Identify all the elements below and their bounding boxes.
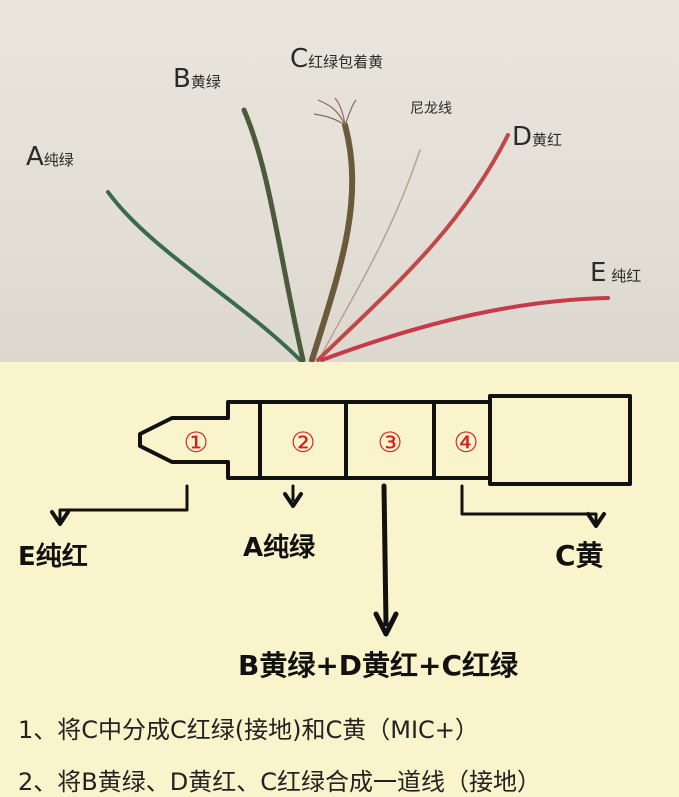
wire-desc-nylon: 尼龙线 [410,101,452,117]
wire-label-nylon: 尼龙线 [410,98,452,118]
plug-outline [138,394,632,486]
wire-letter-c: C [290,44,309,74]
wire-label-b: B黄绿 [173,64,221,94]
wire-a [106,190,302,362]
wire-nylon [319,149,421,359]
plug-diagram: ① ② ③ ④ E纯红 A纯绿 C黄 B黄绿+D黄红+C红绿 1、将C中分成C红… [0,362,679,796]
lead-seg4 [460,484,598,524]
wire-desc-e: 纯红 [611,267,642,285]
wire-letter-e: E [590,258,607,288]
label-seg2: A纯绿 [243,533,316,563]
wire-b [241,107,306,363]
segment-number-2: ② [290,426,315,459]
label-seg4: C黄 [555,539,604,572]
wire-letter-d: D [512,122,533,152]
wire-strands [106,97,610,363]
wire-e [320,296,610,362]
wire-desc-b: 黄绿 [190,73,221,91]
label-seg1: E纯红 [18,542,88,572]
arrow-seg2 [283,492,303,508]
lead-seg1 [58,484,189,522]
arrow-seg1 [50,510,70,526]
note-2: 2、将B黄绿、D黄红、C红绿合成一道线（接地） [18,768,541,796]
arrow-seg4 [586,512,606,528]
lead-seg3 [381,483,389,627]
wire-d [316,133,510,362]
wire-desc-d: 黄红 [532,131,563,149]
segment-number-4: ④ [453,426,478,459]
wire-desc-c: 红绿包着黄 [308,53,384,71]
segment-number-3: ③ [377,426,402,459]
connector-lines [50,483,606,637]
arrow-seg3 [373,611,399,637]
wire-label-c: C红绿包着黄 [290,44,383,74]
wire-desc-a: 纯绿 [43,151,74,169]
plug-schematic: ① ② ③ ④ [50,394,632,637]
frayed-tip [313,97,357,126]
wire-letter-b: B [173,64,191,94]
note-1: 1、将C中分成C红绿(接地)和C黄（MIC+） [18,716,479,744]
wire-letter-a: A [26,142,44,172]
wire-c [309,122,356,363]
wire-label-e: E 纯红 [590,258,641,288]
segment-number-1: ① [183,426,208,459]
label-seg3: B黄绿+D黄红+C红绿 [238,649,519,682]
wire-label-d: D黄红 [512,122,562,152]
wire-photo: A纯绿 B黄绿 C红绿包着黄 尼龙线 D黄红 E 纯红 [0,0,679,363]
wire-label-a: A纯绿 [26,142,74,172]
